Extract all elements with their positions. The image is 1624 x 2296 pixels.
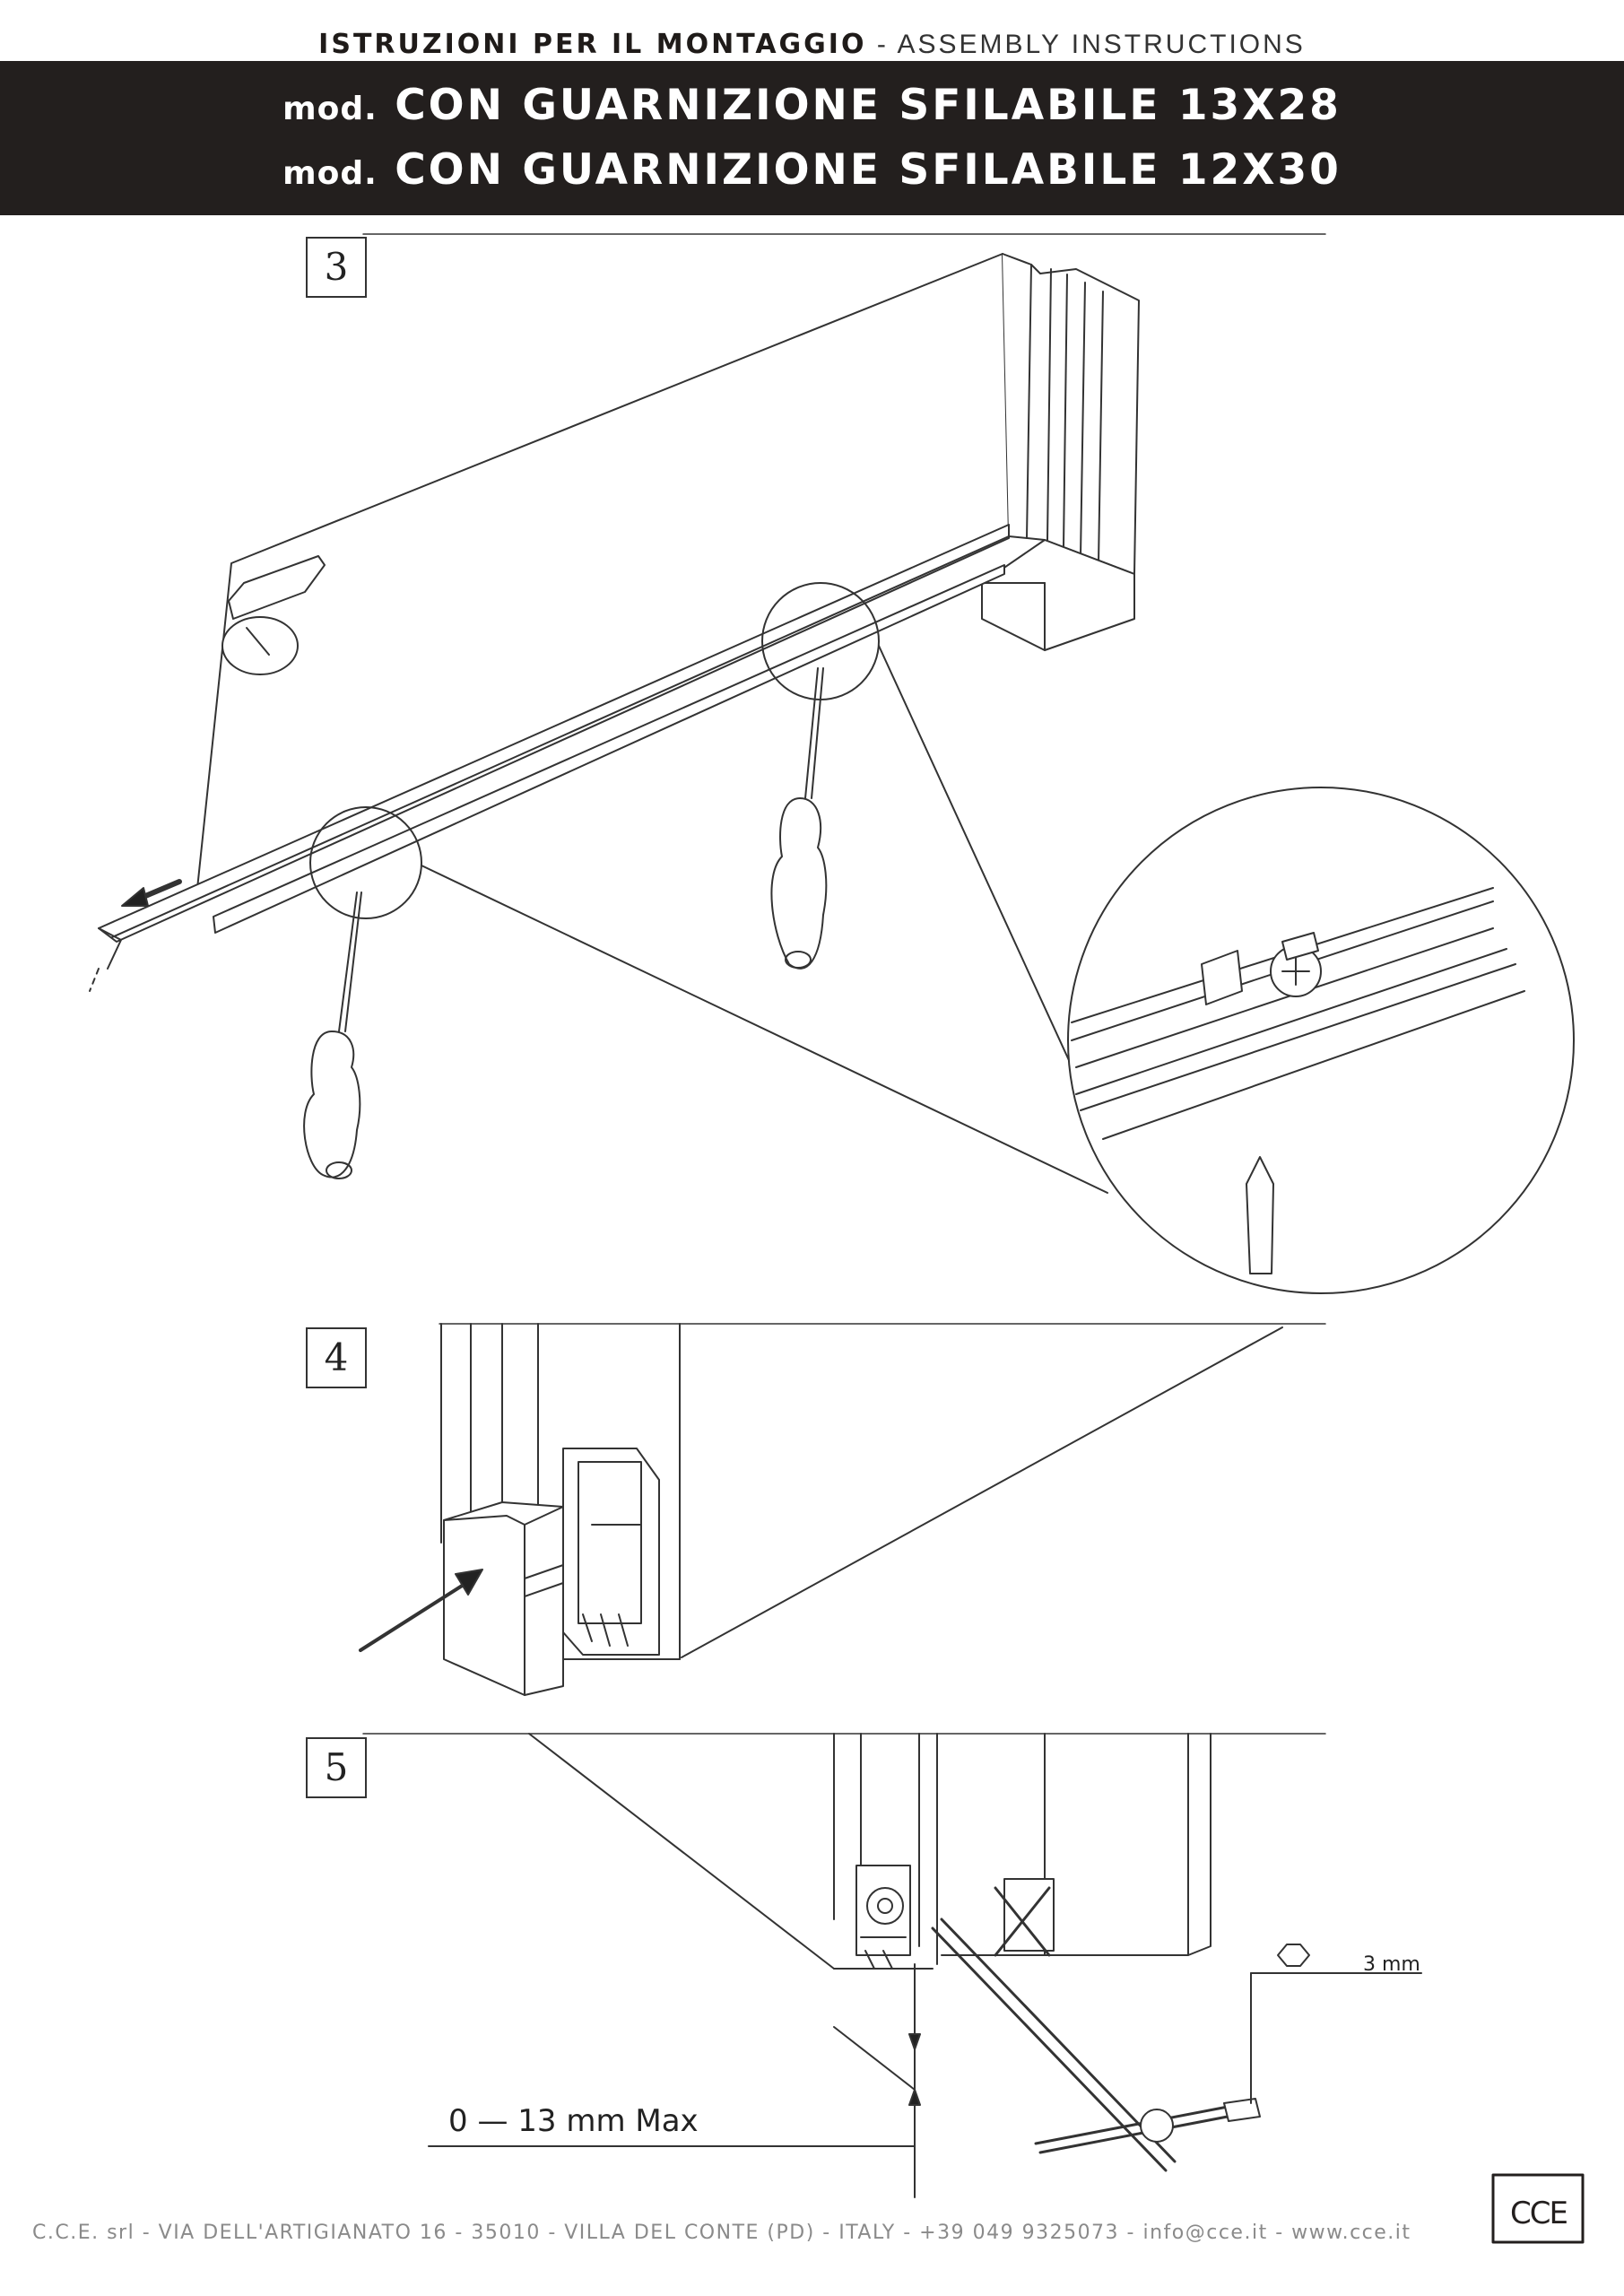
step-4-illustration [359,1323,1326,1696]
heading-separator: - [866,30,898,59]
step-5-illustration [362,1733,1422,2198]
document-heading: ISTRUZIONI PER IL MONTAGGIO - ASSEMBLY I… [0,0,1624,61]
model-banner [0,61,1624,215]
model-line-2: mod. CON GUARNIZIONE SFILABILE 12X30 [0,145,1624,195]
step-number-5: 5 [306,1737,367,1798]
model-line-1: mod. CON GUARNIZIONE SFILABILE 13X28 [0,81,1624,130]
hex-key-size-label: 3 mm [1363,1953,1420,1976]
model-prefix: mod. [282,91,378,127]
company-footer: C.C.E. srl - VIA DELL'ARTIGIANATO 16 - 3… [32,2222,1411,2244]
model-prefix: mod. [282,155,378,192]
cce-logo: CCE [1510,2196,1568,2231]
step-3-illustration [89,233,1575,1294]
heading-italian: ISTRUZIONI PER IL MONTAGGIO [318,29,867,60]
step-number-3: 3 [306,237,367,298]
logo-frame [1491,2173,1585,2244]
step-number-4: 4 [306,1327,367,1388]
model-name-2: CON GUARNIZIONE SFILABILE 12X30 [395,145,1342,195]
gap-dimension-label: 0 — 13 mm Max [448,2103,699,2139]
heading-english: ASSEMBLY INSTRUCTIONS [897,30,1306,59]
model-name-1: CON GUARNIZIONE SFILABILE 13X28 [395,81,1342,130]
